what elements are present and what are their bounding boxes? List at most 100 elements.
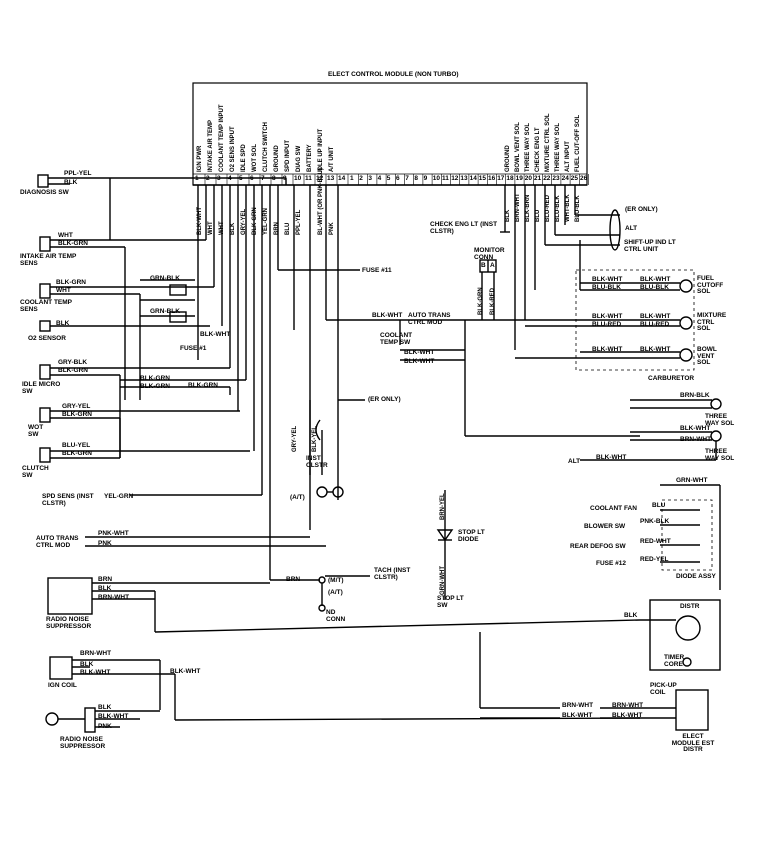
pin-number: 3 <box>217 175 221 182</box>
pin-number: 7 <box>405 175 409 182</box>
ecm-function-label: CLUTCH SWITCH <box>263 122 269 172</box>
ecm-wire-color: BLK-WHT <box>197 207 203 235</box>
pin-number: 11 <box>442 175 449 182</box>
check-eng-lt-label: CHECK ENG LT (INST CLSTR) <box>430 221 498 235</box>
ecm-function-label: IDLE UP INPUT <box>318 128 324 172</box>
wire-label: BLU-RED <box>592 321 622 328</box>
wire-label: GRN-WHT <box>676 477 708 484</box>
pin-number: 6 <box>250 175 254 182</box>
right-wiring <box>470 185 722 731</box>
wire-label: BLK-WHT <box>640 313 671 320</box>
wire-label: YEL-GRN <box>104 493 134 500</box>
fuse11-label: FUSE #11 <box>362 267 392 274</box>
pin-number: 10 <box>294 175 302 182</box>
wire-label: BLK-GRN <box>140 375 170 382</box>
ecm-wire-color: BRN <box>274 222 280 235</box>
wire-label: RED-YEL <box>640 556 669 563</box>
ecm-function-label: IGN PWR <box>197 145 203 172</box>
pin-number: 24 <box>561 175 569 182</box>
wire-label: BRN-WHT <box>612 702 644 709</box>
wire-label: BLK <box>98 585 112 592</box>
wire-label: BLK-WHT <box>592 313 623 320</box>
diagnosis-sw-label: DIAGNOSIS SW <box>20 189 69 196</box>
coolant-fan-label: COOLANT FAN <box>590 505 637 512</box>
blower-sw-label: BLOWER SW <box>584 523 626 530</box>
o2-sensor-label: O2 SENSOR <box>28 335 66 342</box>
pin-number: 4 <box>228 175 232 182</box>
ecm-wire-color: BLK-GRN <box>252 207 258 235</box>
ecm-wire-color: BLU <box>535 209 541 222</box>
idle-micro-label: IDLE MICRO SW <box>22 381 61 395</box>
rear-defog-label: REAR DEFOG SW <box>570 543 626 550</box>
ecm-function-label: CHECK ENG LT <box>535 127 541 172</box>
wire-label: BLU-RED <box>640 321 670 328</box>
monitor-pin-a: A <box>490 262 495 269</box>
pin-number: 15 <box>478 175 487 182</box>
wire-label: BLK-GRN <box>478 287 484 315</box>
wire-label: BLK <box>56 320 70 327</box>
wire-label: GRN-WHT <box>440 566 446 595</box>
pin-number: 9 <box>423 175 428 182</box>
alt-right-label: ALT <box>625 225 638 232</box>
pin-number: 12 <box>451 175 459 182</box>
wire-label: BLK <box>98 704 112 711</box>
wire-label: PNK-WHT <box>98 530 129 537</box>
ecm-wire-color: BLU-BLK <box>575 195 581 222</box>
wire-label: BRN-WHT <box>680 436 712 443</box>
stop-lt-sw-label: STOP LT SW <box>437 595 464 609</box>
pin-number: 9 <box>283 175 287 182</box>
ecm-function-label: BATTERY <box>307 144 313 172</box>
ecm-wire-color: BLK <box>505 209 511 222</box>
at-label: (A/T) <box>290 494 305 501</box>
wire-label: BRN <box>286 576 301 583</box>
wire-label: BLK-GRN <box>140 383 170 390</box>
mixture-ctrl-label: MIXTURE CTRL SOL <box>697 312 727 332</box>
wire-label: BLK <box>80 661 94 668</box>
wire-label: BLK-WHT <box>98 713 129 720</box>
nd-conn-label: ND CONN <box>326 609 346 623</box>
pin-number: 6 <box>396 175 400 182</box>
wire-label: BLU <box>652 502 666 509</box>
wire-label: BLU-YEL <box>62 442 91 449</box>
wire-label: BLK-GRN <box>62 450 92 457</box>
wire-label: BLK-WHT <box>612 712 643 719</box>
er-only-mid-label: (ER ONLY) <box>368 396 401 403</box>
auto-trans-ctrl-label: AUTO TRANS CTRL MOD <box>408 312 451 326</box>
coolant-temp-label: COOLANT TEMP SENS <box>20 299 72 313</box>
wire-label: BLK-GRN <box>62 411 92 418</box>
pin-number: 17 <box>497 175 505 182</box>
wire-label: GRY-BLK <box>58 359 88 366</box>
pin-number: 16 <box>488 175 496 182</box>
wot-sw-label: WOT SW <box>28 424 44 438</box>
ecm-wire-color: BLU <box>285 222 291 235</box>
ecm-function-label: O2 SENS INPUT <box>230 126 236 172</box>
middle-wiring <box>270 319 640 612</box>
ecm-wire-color: BLU-RED <box>545 195 551 222</box>
pin-number: 11 <box>305 175 312 182</box>
fuse1-label: FUSE #1 <box>180 345 207 352</box>
ecm-wire-color: GRY-YEL <box>241 208 247 235</box>
wire-label: BRN-BLK <box>680 392 710 399</box>
ecm-function-label: A/T UNIT <box>329 146 335 172</box>
ecm-function-label: DIAG SW <box>296 145 302 172</box>
wire-label: WHT <box>58 232 73 239</box>
tach-label: TACH (INST CLSTR) <box>374 567 411 581</box>
wire-label: BRN-WHT <box>98 594 130 601</box>
radio-noise-top-label: RADIO NOISE SUPPRESSOR <box>46 616 92 630</box>
ecm-wire-color: PPL-YEL <box>296 209 302 235</box>
clutch-sw-label: CLUTCH SW <box>22 465 49 479</box>
wire-label: BLU-BLK <box>640 284 669 291</box>
wire-label: BLK-WHT <box>592 346 623 353</box>
wire-label: BRN <box>98 576 113 583</box>
ecm-function-label: GROUND <box>274 145 280 172</box>
wire-label: BLK-WHT <box>592 276 623 283</box>
wire-label: GRY-YEL <box>292 425 298 452</box>
monitor-pin-b: B <box>481 262 486 269</box>
wire-label: BLK-WHT <box>640 276 671 283</box>
pin-number: 3 <box>368 175 373 182</box>
wire-label: RED-WHT <box>640 538 671 545</box>
pin-number: 19 <box>515 175 523 182</box>
alt-bottom-label: ALT <box>568 458 581 465</box>
wire-label: BRN-WHT <box>562 702 594 709</box>
wire-label: BLK-GRN <box>58 367 88 374</box>
